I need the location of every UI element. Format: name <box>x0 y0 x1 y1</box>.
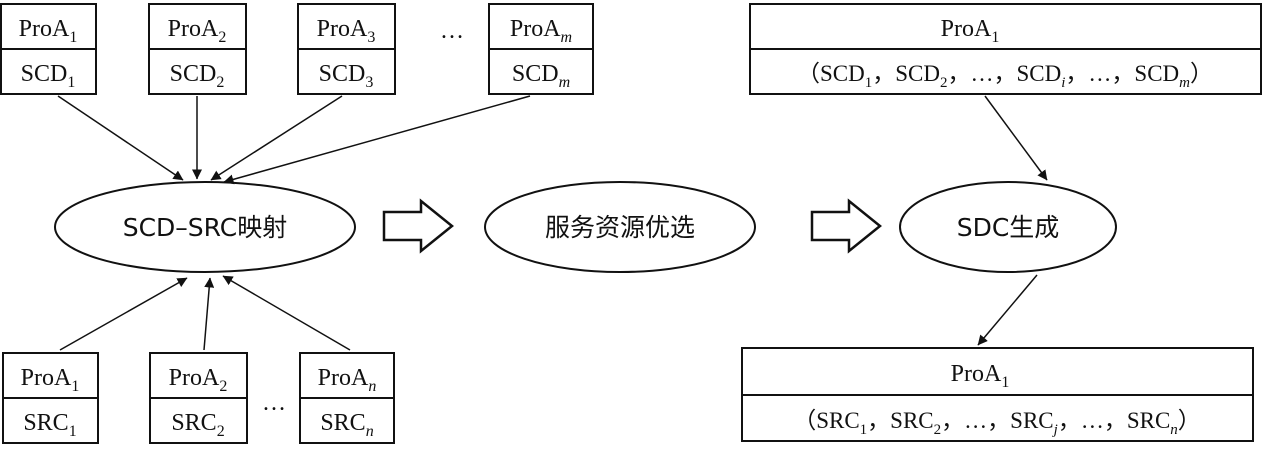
line-arrow-icon <box>203 277 215 351</box>
top-box-m: ProAm SCDm <box>488 3 594 95</box>
line-arrow-icon <box>222 275 351 351</box>
block-right-arrow-icon <box>810 198 882 254</box>
top-ellipsis: … <box>440 18 464 44</box>
result-scd-header: ProA1 <box>941 16 1000 46</box>
result-src-header: ProA1 <box>951 361 1010 391</box>
bottom-ellipsis: … <box>262 390 286 416</box>
bottom-box-1-label: ProA1 <box>21 365 80 395</box>
top-box-m-label: ProAm <box>510 16 572 46</box>
line-arrow-icon <box>57 95 184 181</box>
selection-node: 服务资源优选 <box>484 181 756 273</box>
top-box-2-label: ProA2 <box>168 16 227 46</box>
bottom-box-1: ProA1 SRC1 <box>2 352 99 444</box>
mapping-label: SCD–SRC映射 <box>123 213 288 242</box>
line-arrow-icon <box>223 95 531 185</box>
top-box-3: ProA3 SCD3 <box>297 3 396 95</box>
bottom-box-1-code: SRC1 <box>23 410 76 440</box>
line-arrow-icon <box>210 95 343 181</box>
top-box-1: ProA1 SCD1 <box>0 3 97 95</box>
result-src-box: ProA1 （SRC1，SRC2，…，SRCj，…，SRCn） <box>741 347 1254 442</box>
line-arrow-icon <box>984 95 1048 181</box>
mapping-node: SCD–SRC映射 <box>54 181 356 273</box>
top-box-2-code: SCD2 <box>170 61 225 91</box>
top-box-1-label: ProA1 <box>19 16 78 46</box>
result-scd-list: （SCD1，SCD2，…，SCDi，…，SCDm） <box>797 61 1213 91</box>
selection-label: 服务资源优选 <box>545 213 695 242</box>
top-box-3-label: ProA3 <box>317 16 376 46</box>
bottom-box-2-label: ProA2 <box>169 365 228 395</box>
line-arrow-icon <box>59 277 188 351</box>
generation-label: SDC生成 <box>957 213 1060 242</box>
bottom-box-2: ProA2 SRC2 <box>149 352 248 444</box>
bottom-box-n: ProAn SRCn <box>299 352 395 444</box>
result-src-list: （SRC1，SRC2，…，SRCj，…，SRCn） <box>793 408 1201 438</box>
top-box-1-code: SCD1 <box>21 61 76 91</box>
result-scd-box: ProA1 （SCD1，SCD2，…，SCDi，…，SCDm） <box>749 3 1262 95</box>
bottom-box-2-code: SRC2 <box>171 410 224 440</box>
generation-node: SDC生成 <box>899 181 1117 273</box>
bottom-box-n-code: SRCn <box>320 410 373 440</box>
block-right-arrow-icon <box>382 198 454 254</box>
top-box-m-code: SCDm <box>512 61 570 91</box>
bottom-box-n-label: ProAn <box>318 365 377 395</box>
top-box-2: ProA2 SCD2 <box>148 3 247 95</box>
top-box-3-code: SCD3 <box>319 61 374 91</box>
line-arrow-icon <box>977 274 1038 346</box>
